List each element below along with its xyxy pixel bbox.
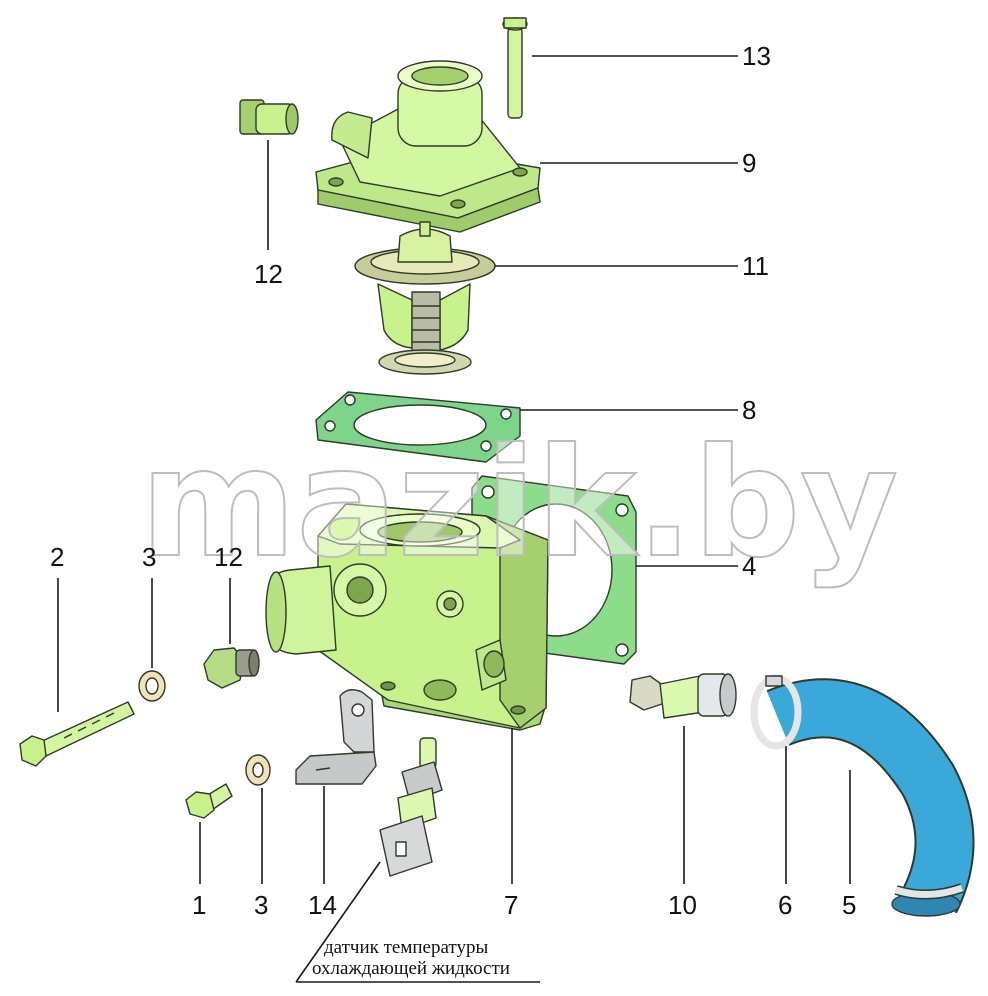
callout-3-lower: 3 (254, 890, 268, 920)
leader-sensor (295, 861, 381, 983)
leader-lines (57, 55, 851, 983)
part-10-fitting (629, 673, 737, 719)
callout-13: 13 (742, 41, 771, 71)
part-12-plug-top (239, 99, 299, 135)
callout-7: 7 (504, 890, 518, 920)
part-6-clamp (750, 674, 964, 900)
part-8-gasket (315, 391, 521, 463)
part-3-washer-b (245, 754, 271, 786)
part-5-hose (766, 678, 975, 917)
callout-3-upper: 3 (142, 542, 156, 572)
callout-4: 4 (742, 551, 756, 581)
callout-11: 11 (742, 251, 769, 281)
caption-line-1: датчик температуры (324, 937, 488, 958)
callout-8: 8 (742, 395, 756, 425)
part-coolant-temperature-sensor (379, 737, 443, 877)
callout-10: 10 (668, 890, 697, 920)
callout-numbers: 13 9 12 11 8 4 2 3 12 1 3 14 7 10 6 5 (50, 41, 856, 920)
watermark: mazik.by (140, 417, 898, 591)
part-11-thermostat (354, 221, 496, 375)
part-2-long-bolt (19, 701, 135, 767)
part-1-short-bolt (185, 783, 233, 819)
callout-14: 14 (308, 890, 337, 920)
callout-6: 6 (778, 890, 792, 920)
part-14-bracket (295, 689, 377, 785)
callout-2: 2 (50, 542, 64, 572)
part-3-washer-a (138, 670, 166, 702)
caption-line-2: охлаждающей жидкости (312, 958, 510, 979)
part-7-thermostat-housing (265, 503, 549, 731)
callout-9: 9 (742, 148, 756, 178)
part-9-thermostat-cover (315, 60, 541, 233)
callout-1: 1 (192, 890, 206, 920)
callout-12-top: 12 (254, 259, 283, 289)
callout-12-lower: 12 (214, 542, 243, 572)
part-12-plug-lower (203, 647, 260, 689)
callout-5: 5 (842, 890, 856, 920)
part-13-bolt (502, 17, 528, 119)
sensor-caption: датчик температуры охлаждающей жидкости (296, 937, 540, 983)
